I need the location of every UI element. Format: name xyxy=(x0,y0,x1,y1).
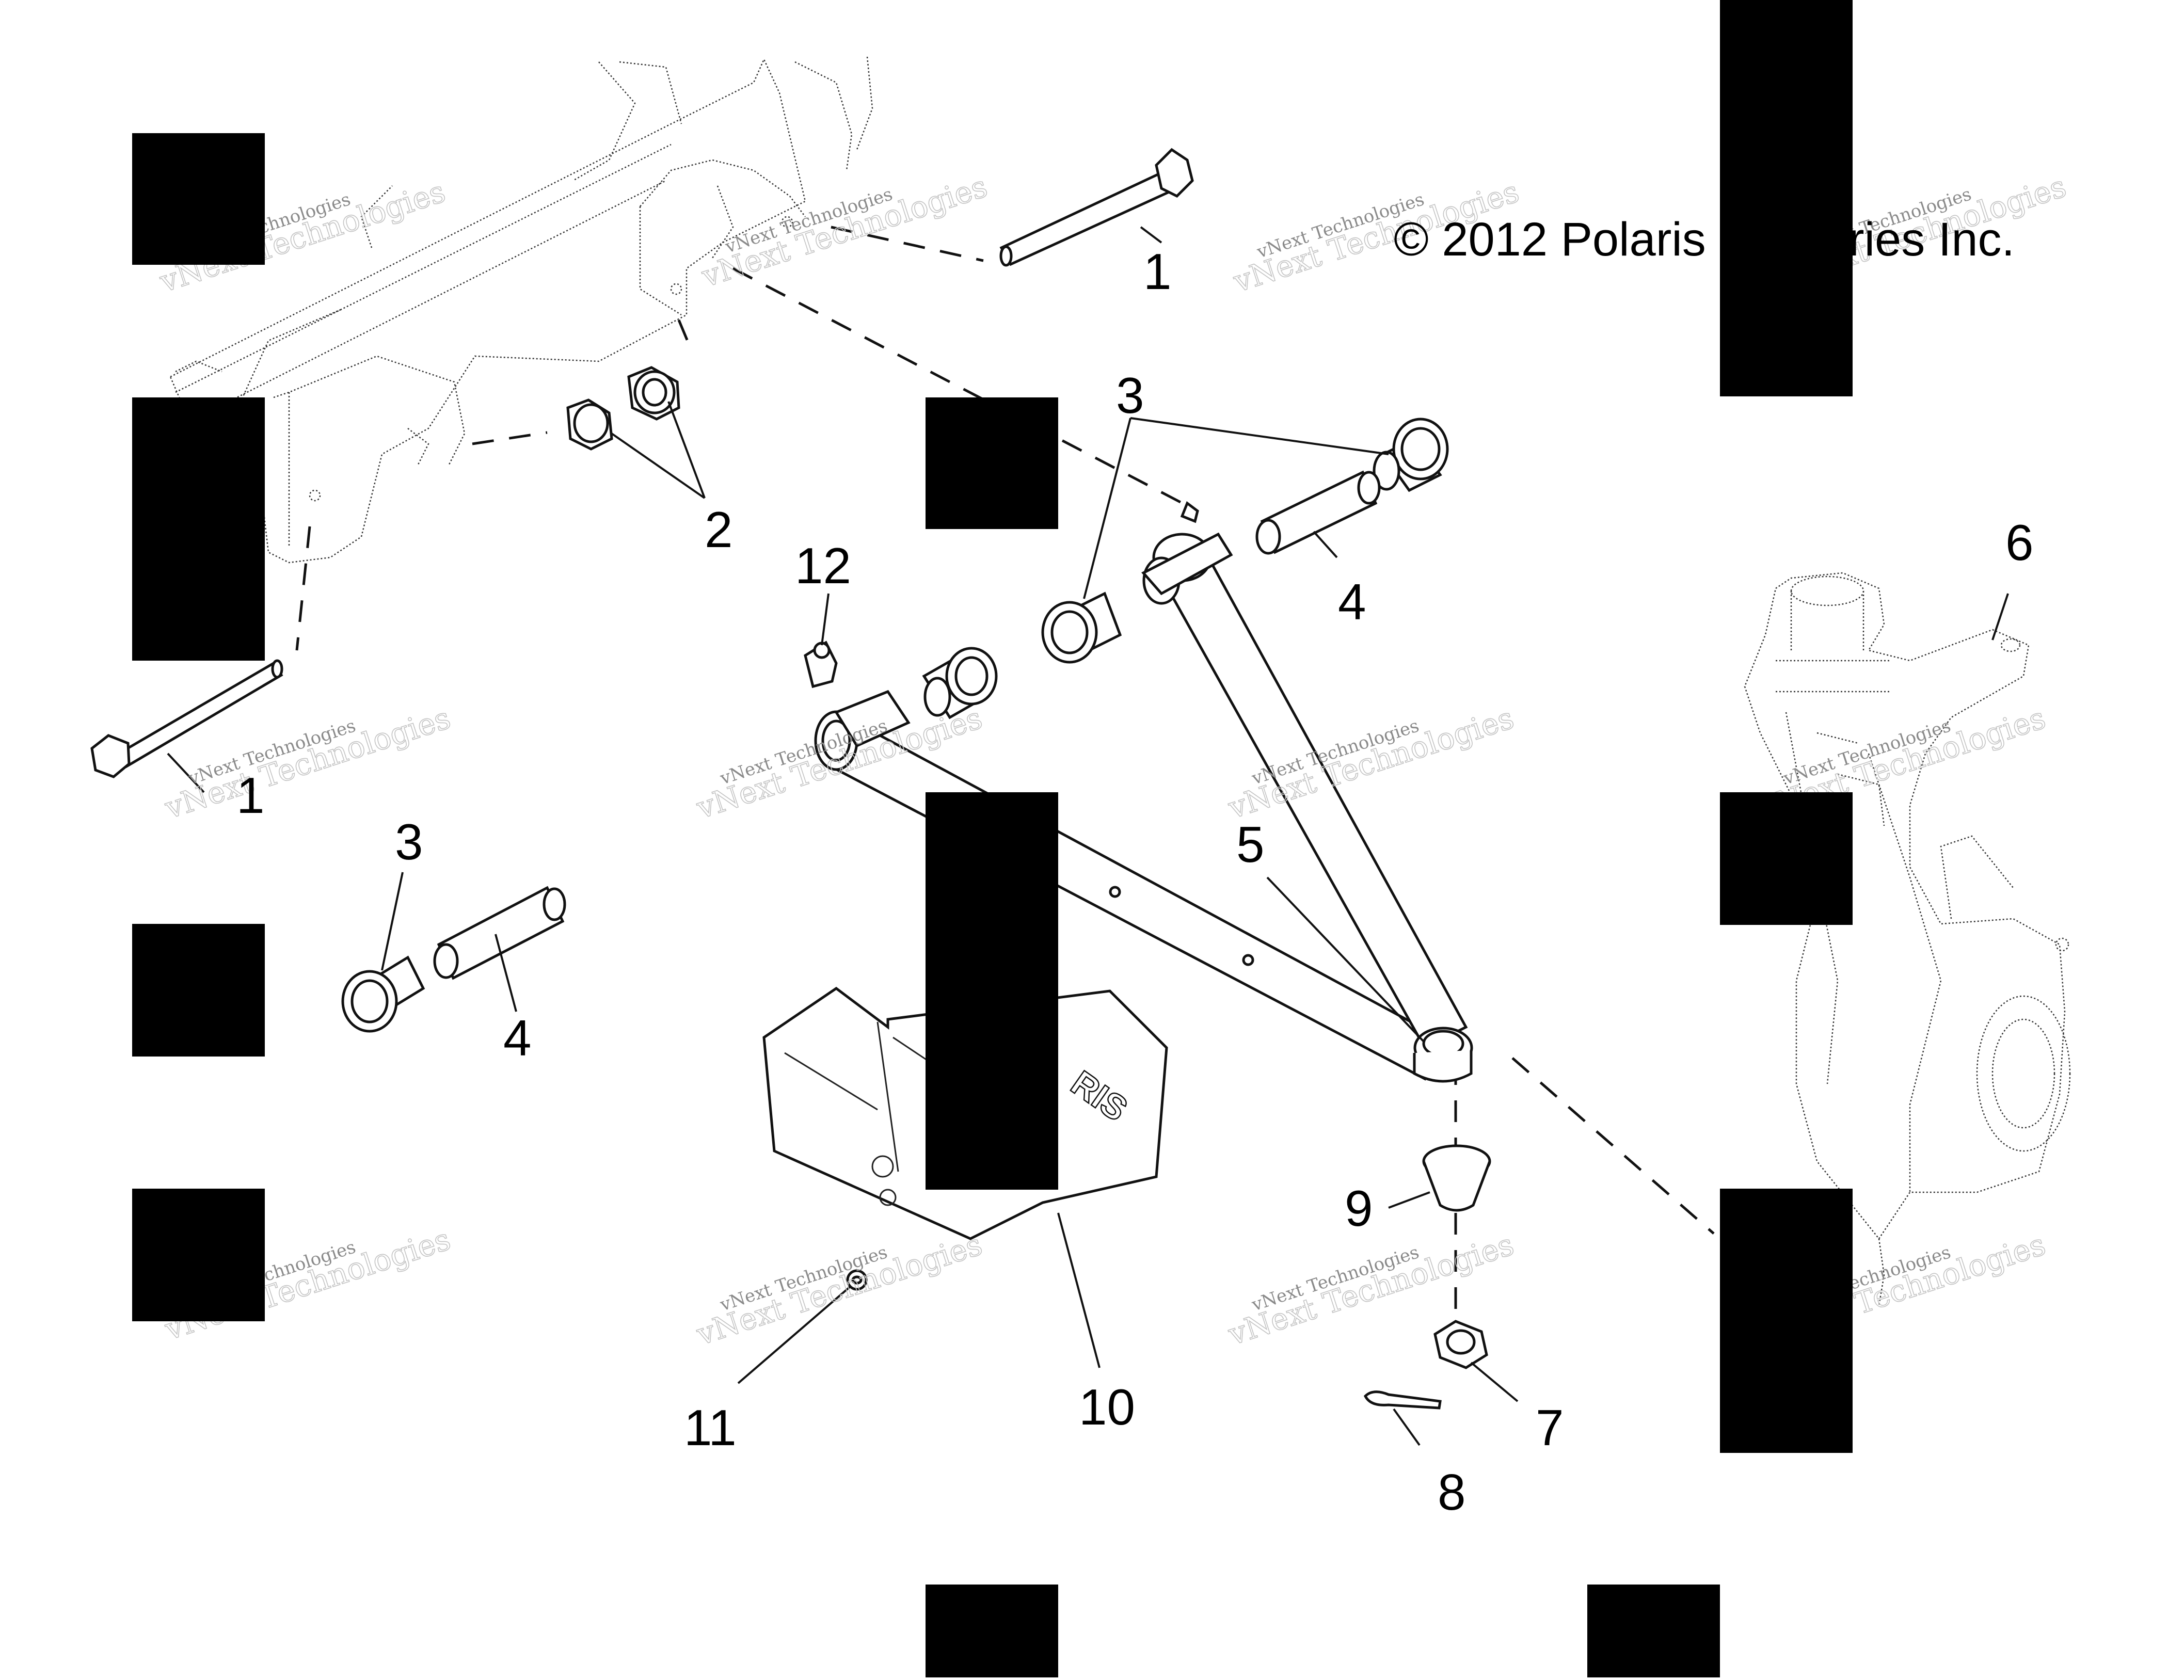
callout-9: 9 xyxy=(1345,1180,1373,1237)
sleeve-lower-left xyxy=(433,886,566,980)
callout-4-lower: 4 xyxy=(503,1010,532,1066)
redaction-block xyxy=(926,397,1058,529)
bushing-middle-left xyxy=(922,647,998,719)
redaction-block xyxy=(132,133,265,265)
callout-3-upper: 3 xyxy=(1116,367,1144,424)
redaction-block xyxy=(132,1189,265,1321)
callout-3-lower: 3 xyxy=(395,813,423,870)
bushing-lower-left xyxy=(341,955,425,1033)
callout-12: 12 xyxy=(795,537,851,594)
callout-7: 7 xyxy=(1536,1399,1564,1456)
bolt-upper xyxy=(999,148,1194,267)
redaction-blocks xyxy=(132,0,1853,1677)
copyright-notice: © 2012 Polaris Industries Inc. xyxy=(1394,213,2015,266)
redaction-block xyxy=(1720,1189,1853,1453)
redaction-block xyxy=(1720,792,1853,925)
redaction-block xyxy=(926,1585,1058,1677)
cotter-pin xyxy=(1363,1390,1442,1410)
callout-1-upper: 1 xyxy=(1143,243,1172,300)
callout-4-upper: 4 xyxy=(1338,573,1366,630)
grease-fitting xyxy=(804,641,838,689)
leader-lines xyxy=(167,226,2009,1446)
screw xyxy=(846,1269,868,1291)
frame-outline xyxy=(169,56,873,564)
callout-2: 2 xyxy=(705,501,733,558)
callout-11: 11 xyxy=(684,1399,737,1456)
bushing-upper-right xyxy=(1373,418,1449,492)
a-arm xyxy=(814,501,1473,1083)
nut-a xyxy=(566,398,613,451)
redaction-block xyxy=(1587,1585,1720,1677)
redaction-block xyxy=(926,792,1058,1190)
callout-5: 5 xyxy=(1236,816,1265,873)
sleeve-upper xyxy=(1255,470,1381,555)
nut-b xyxy=(627,366,680,421)
callout-8: 8 xyxy=(1438,1464,1466,1521)
dust-cap xyxy=(1422,1144,1491,1212)
redaction-block xyxy=(132,397,265,661)
bushing-middle xyxy=(1041,591,1122,664)
redaction-block xyxy=(132,924,265,1057)
callout-1-lower: 1 xyxy=(236,767,265,824)
bolt-lower xyxy=(90,659,283,778)
redaction-block xyxy=(1720,0,1853,396)
callout-10: 10 xyxy=(1079,1379,1135,1435)
callout-numbers: 1 1 2 3 3 4 4 5 6 7 8 9 10 11 12 xyxy=(236,243,2034,1521)
castle-nut xyxy=(1433,1320,1488,1369)
callout-6: 6 xyxy=(2005,514,2034,571)
